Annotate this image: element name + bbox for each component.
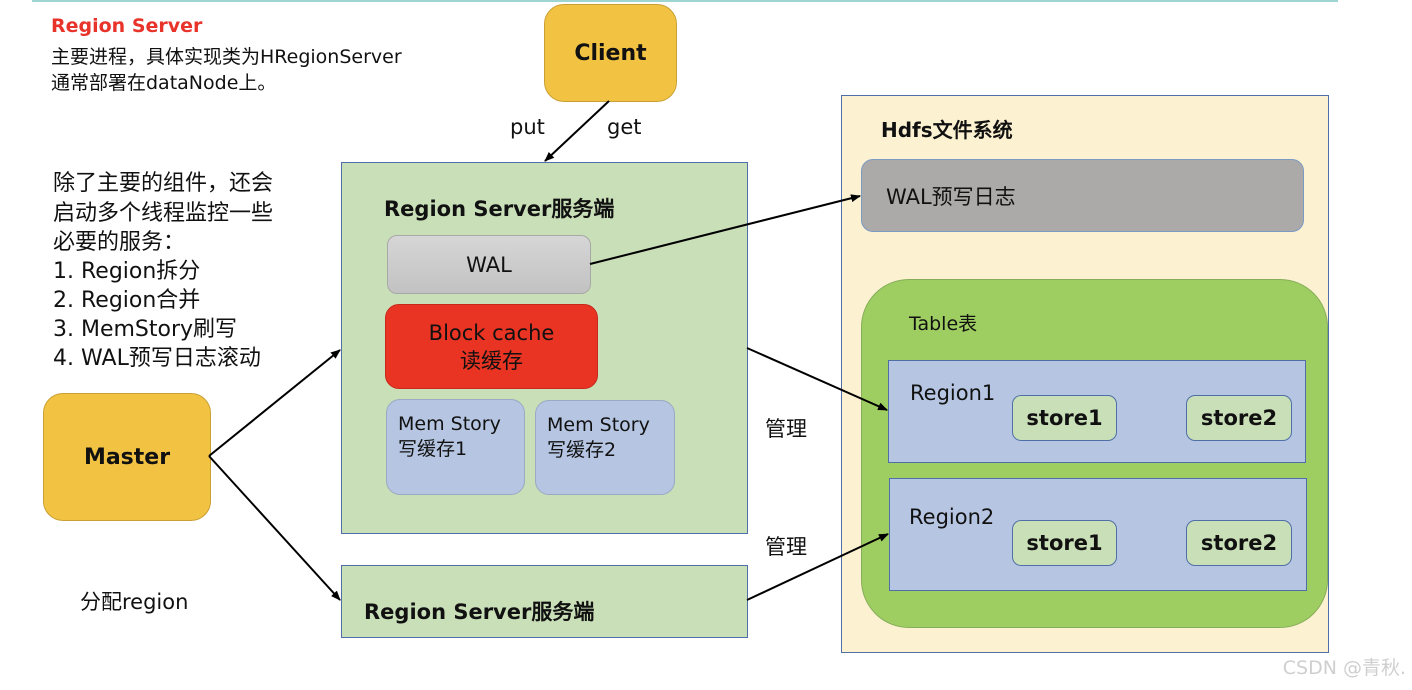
memstore-2: Mem Story 写缓存2 — [535, 400, 675, 495]
region-2-store-2: store2 — [1186, 520, 1292, 566]
region-2-label: Region2 — [909, 505, 995, 529]
secondary-server-to-region2-arrow — [746, 533, 889, 601]
master-label: Master — [83, 444, 171, 470]
note-item: 2. Region合并 — [53, 288, 201, 313]
store-label: store1 — [1026, 406, 1103, 430]
master-to-secondary-region-server-arrow — [208, 455, 341, 601]
memstore-1-sublabel: 写缓存1 — [398, 438, 468, 460]
block-cache-component: Block cache 读缓存 — [385, 304, 598, 389]
memstore-1: Mem Story 写缓存1 — [386, 399, 525, 495]
intro-title: Region Server — [51, 15, 203, 37]
note-item: 1. Region拆分 — [53, 259, 201, 284]
memstore-2-sublabel: 写缓存2 — [547, 439, 617, 461]
wal-log-storage: WAL预写日志 — [861, 159, 1304, 232]
manage-label-2: 管理 — [765, 535, 807, 559]
region-1-label: Region1 — [910, 381, 996, 405]
client-to-region-server-arrow — [544, 100, 610, 162]
note-line: 除了主要的组件，还会 — [53, 171, 274, 196]
region-1-store-2: store2 — [1186, 395, 1292, 441]
region-server-secondary-title: Region Server服务端 — [364, 600, 595, 624]
top-divider — [32, 0, 1338, 2]
master-to-region-server-arrow — [208, 349, 341, 457]
block-cache-sublabel: 读缓存 — [460, 348, 523, 373]
put-label: put — [510, 115, 545, 139]
note-item: 4. WAL预写日志滚动 — [53, 346, 261, 371]
intro-line-2: 通常部署在dataNode上。 — [51, 72, 277, 94]
block-cache-label: Block cache — [428, 320, 555, 345]
region-server-main-title: Region Server服务端 — [384, 197, 615, 221]
note-item: 3. MemStory刷写 — [53, 317, 238, 342]
region-server-secondary — [341, 565, 748, 638]
region-1-store-1: store1 — [1012, 395, 1117, 441]
manage-label-1: 管理 — [765, 417, 807, 441]
store-label: store1 — [1026, 531, 1103, 555]
wal-component: WAL — [387, 235, 591, 294]
table-label: Table表 — [909, 313, 978, 335]
memstore-1-label: Mem Story — [398, 413, 501, 435]
note-line: 必要的服务： — [53, 230, 186, 255]
wal-log-label: WAL预写日志 — [886, 184, 1016, 209]
wal-label: WAL — [466, 252, 512, 277]
store-label: store2 — [1200, 406, 1278, 430]
memstore-2-label: Mem Story — [547, 414, 650, 436]
watermark: CSDN @青秋. — [1282, 657, 1406, 679]
client-label: Client — [574, 40, 647, 66]
store-label: store2 — [1200, 531, 1278, 555]
region-server-to-region1-arrow — [746, 347, 888, 411]
client-node: Client — [544, 4, 677, 102]
wal-to-hdfs-wal-arrow — [589, 194, 861, 265]
region-2-store-1: store1 — [1012, 520, 1117, 566]
note-line: 启动多个线程监控一些 — [53, 201, 274, 226]
hdfs-title: Hdfs文件系统 — [881, 118, 1013, 142]
assign-region-label: 分配region — [80, 590, 189, 614]
intro-line-1: 主要进程，具体实现类为HRegionServer — [51, 46, 402, 68]
master-node: Master — [43, 393, 211, 521]
get-label: get — [607, 115, 642, 139]
